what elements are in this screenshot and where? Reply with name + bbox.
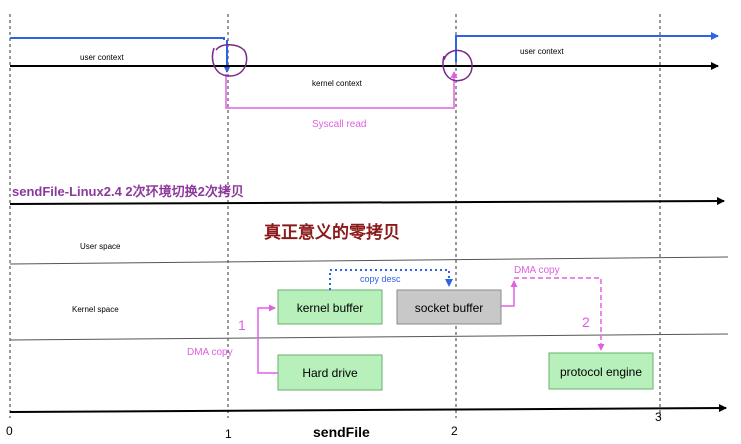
dma-copy-1-arrow: [257, 304, 278, 374]
kernel-lower-line: [9, 333, 729, 341]
step-1-label: 1: [238, 317, 246, 333]
kernel-buffer-label: kernel buffer: [297, 301, 364, 315]
user-context-left-label: user context: [80, 53, 124, 62]
context-switch-circle-1: [211, 44, 248, 77]
protocol-engine-box: [548, 352, 654, 390]
user-context-right-label: user context: [520, 47, 564, 56]
context-switch-circle-2: [442, 49, 473, 82]
timeline-top-line: [9, 197, 725, 206]
protocol-engine-label: protocol engine: [560, 365, 642, 379]
dma-copy-left-label: DMA copy: [187, 347, 233, 358]
dma-copy-2-arrow: [514, 277, 605, 351]
kernel-space-label: Kernel space: [72, 305, 119, 314]
diagram-title: sendFile-Linux2.4 2次环境切换2次拷贝: [12, 184, 244, 199]
time-tick-0: 0: [6, 424, 13, 438]
user-context-line-right: [455, 32, 719, 62]
user-space-label: User space: [80, 242, 121, 251]
copy-desc-label: copy desc: [360, 274, 401, 284]
step-2-label: 2: [582, 314, 590, 330]
copy-desc-arrow: [329, 269, 453, 290]
socket-out-arrow: [501, 280, 518, 307]
hard-drive-label: Hard drive: [302, 366, 358, 380]
time-tick-1: 1: [225, 427, 232, 439]
user-context-line-left: [10, 37, 225, 40]
user-kernel-boundary: [9, 256, 729, 265]
syscall-read-label: Syscall read: [312, 119, 366, 130]
syscall-read-bracket: [225, 71, 458, 109]
timeline-bottom-line: [9, 404, 727, 413]
kernel-context-label: kernel context: [312, 79, 363, 88]
kernel-buffer-box: [277, 289, 383, 325]
zero-copy-heading: 真正意义的零拷贝: [264, 222, 400, 242]
sendfile-caption: sendFile: [313, 424, 370, 439]
dma-copy-right-label: DMA copy: [514, 265, 560, 276]
time-tick-2: 2: [451, 424, 458, 438]
socket-buffer-box: [396, 289, 502, 325]
time-tick-3: 3: [655, 410, 662, 424]
socket-buffer-label: socket buffer: [415, 301, 483, 315]
